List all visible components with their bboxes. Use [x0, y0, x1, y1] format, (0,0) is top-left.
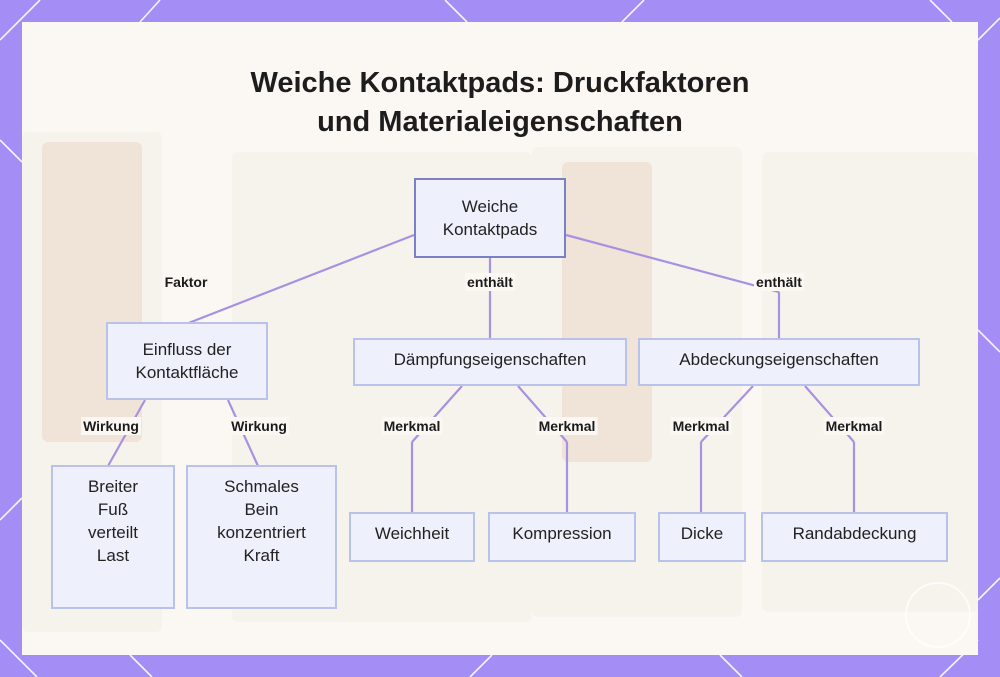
title-line-2: und Materialeigenschaften	[317, 106, 683, 138]
node-label-line: Fuß	[97, 500, 129, 519]
background-shape	[562, 162, 652, 462]
node-einfluss-der-kontaktflaeche: Einfluss der Kontaktfläche	[106, 322, 268, 400]
edge-label-wirkung: Wirkung	[229, 417, 289, 435]
node-label: Weichheit	[374, 524, 450, 543]
node-breiter-fuss: Breiter Fuß verteilt Last	[51, 465, 175, 609]
node-label-line: verteilt	[87, 523, 139, 542]
connector-root-abdeckung	[565, 233, 780, 294]
node-label-line: Kontaktfläche	[135, 363, 239, 382]
node-label: Abdeckungseigenschaften	[679, 350, 879, 369]
node-weichheit: Weichheit	[349, 512, 475, 562]
node-label: Dicke	[680, 524, 724, 543]
diagram-card: Weiche Kontaktpads: Druckfaktoren und Ma…	[22, 22, 978, 655]
edge-label-merkmal: Merkmal	[670, 417, 732, 435]
edge-label-merkmal: Merkmal	[381, 417, 443, 435]
edge-label-enthaelt: enthält	[465, 273, 515, 291]
node-schmales-bein: Schmales Bein konzentriert Kraft	[186, 465, 337, 609]
node-label: Dämpfungseigenschaften	[393, 350, 587, 369]
node-label-line: Bein	[244, 500, 279, 519]
node-label-line: konzentriert	[217, 523, 306, 542]
edge-label-enthaelt: enthält	[754, 273, 804, 291]
node-label-line: Schmales	[224, 477, 299, 496]
node-label-line: Breiter	[87, 477, 139, 496]
node-weiche-kontaktpads: Weiche Kontaktpads	[414, 178, 566, 258]
edge-label-wirkung: Wirkung	[81, 417, 141, 435]
edge-label-faktor: Faktor	[162, 273, 210, 291]
node-label-line: Weiche	[461, 197, 519, 216]
page-title: Weiche Kontaktpads: Druckfaktoren und Ma…	[22, 64, 978, 142]
title-line-1: Weiche Kontaktpads: Druckfaktoren	[250, 67, 750, 99]
node-kompression: Kompression	[488, 512, 636, 562]
node-label: Kompression	[512, 524, 612, 543]
node-abdeckungseigenschaften: Abdeckungseigenschaften	[638, 338, 920, 386]
connector-root-einfluss	[185, 233, 415, 326]
watermark-badge	[905, 582, 971, 648]
edge-label-merkmal: Merkmal	[823, 417, 885, 435]
node-randabdeckung: Randabdeckung	[761, 512, 948, 562]
node-label-line: Kraft	[243, 546, 280, 565]
node-label-line: Last	[96, 546, 130, 565]
node-label-line: Kontaktpads	[442, 220, 538, 239]
node-label-line: Einfluss der	[142, 340, 232, 359]
node-dicke: Dicke	[658, 512, 746, 562]
node-daempfungseigenschaften: Dämpfungseigenschaften	[353, 338, 627, 386]
node-label: Randabdeckung	[792, 524, 917, 543]
edge-label-merkmal: Merkmal	[536, 417, 598, 435]
